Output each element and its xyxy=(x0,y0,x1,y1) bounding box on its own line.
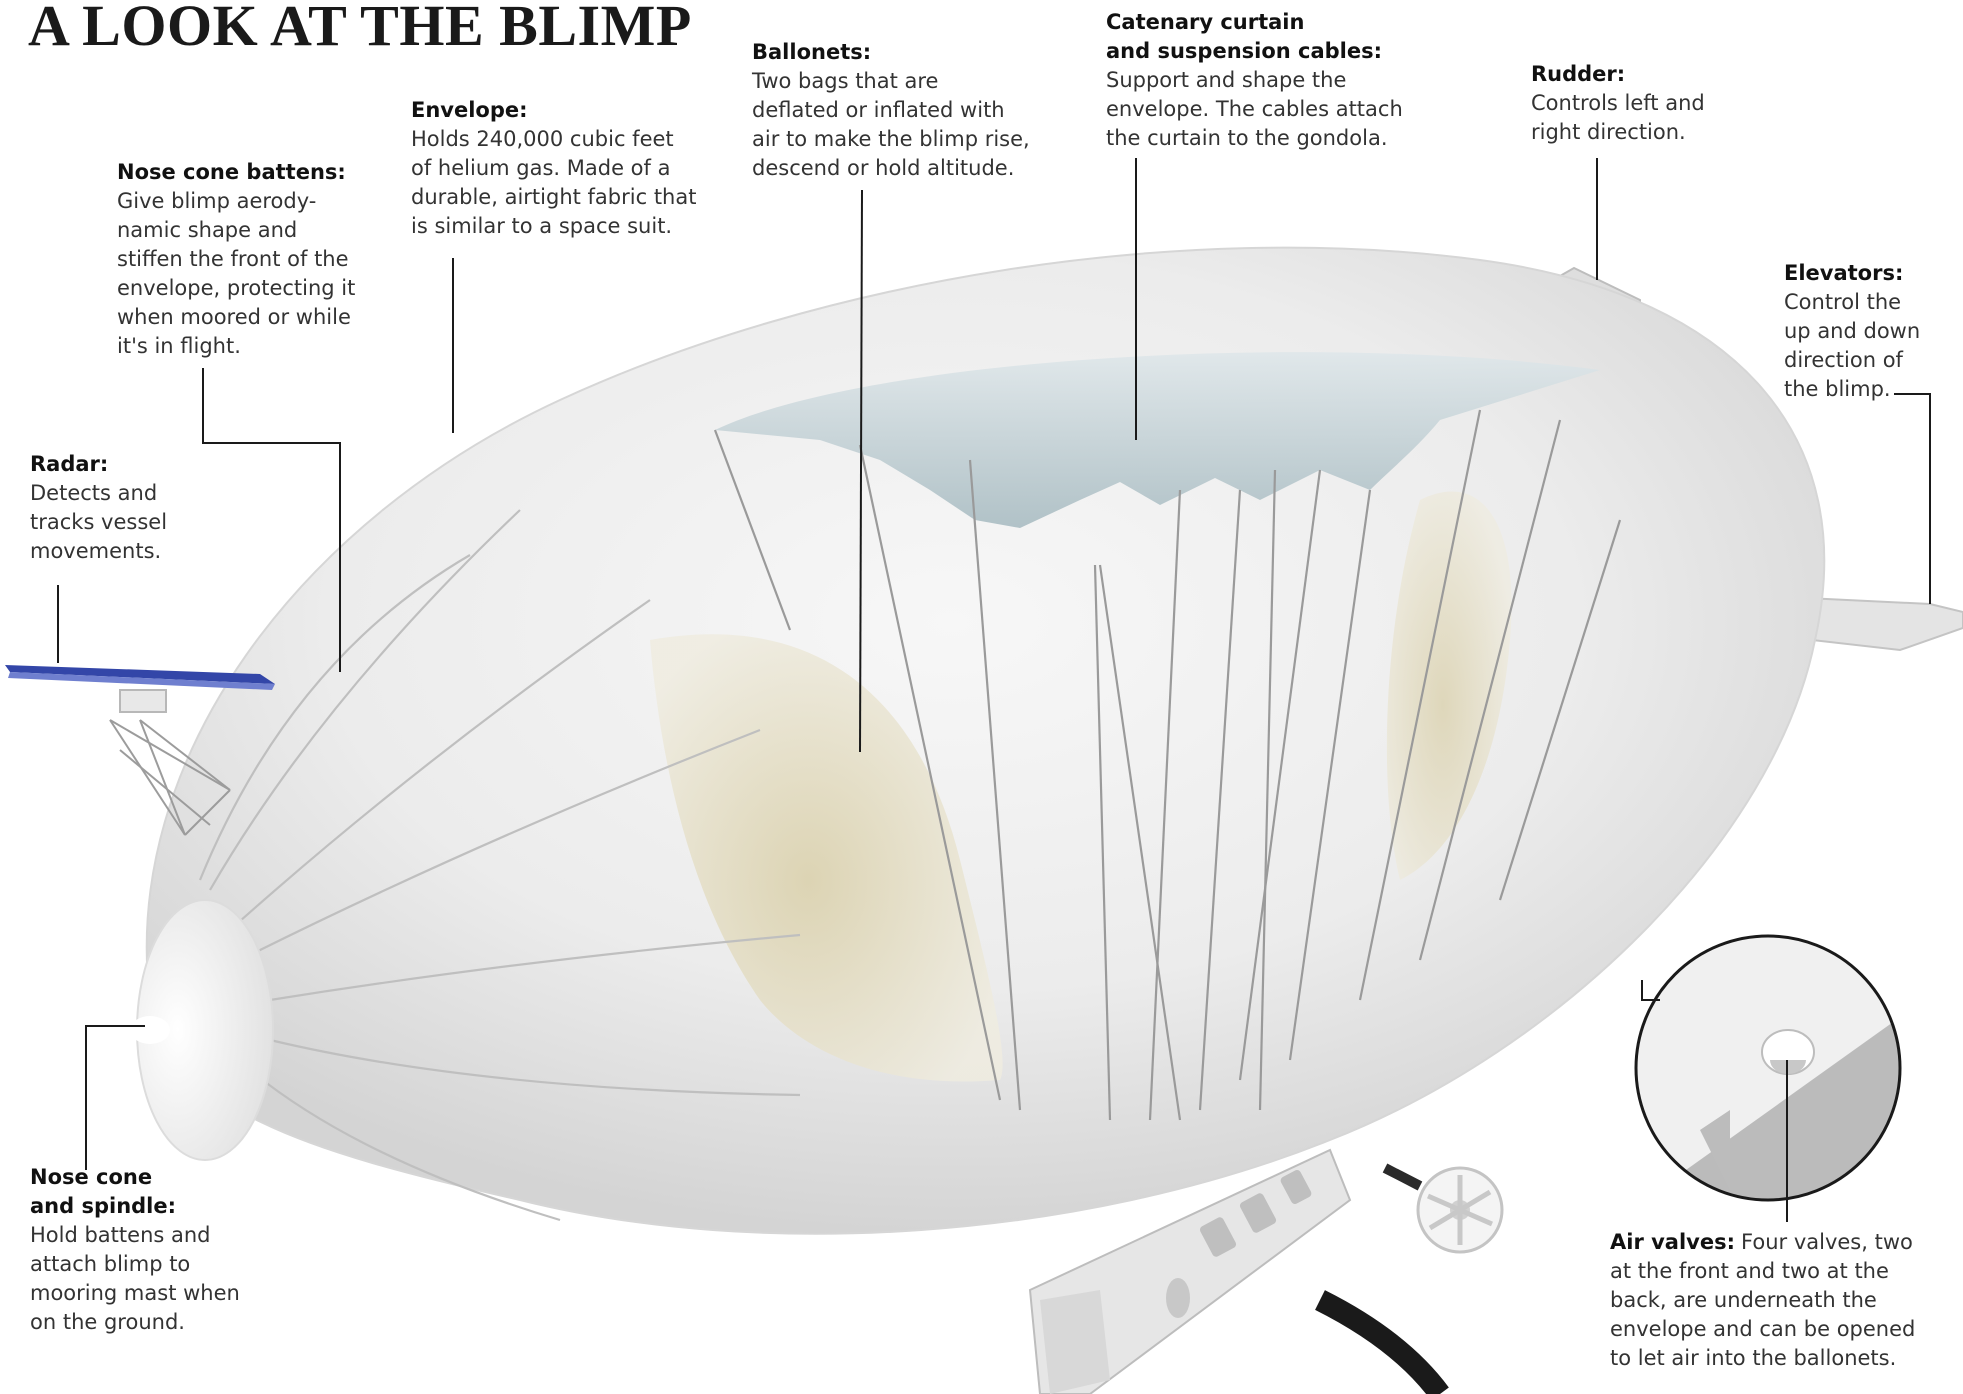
callout-line: when moored or while xyxy=(117,303,355,332)
callout-line: on the ground. xyxy=(30,1308,240,1337)
callout-line: namic shape and xyxy=(117,216,355,245)
callout-heading: Air valves: xyxy=(1610,1230,1735,1254)
mooring-arc xyxy=(1320,1300,1440,1394)
callout-heading: Ballonets: xyxy=(752,38,1030,67)
callout-line: mooring mast when xyxy=(30,1279,240,1308)
callout-line: envelope, protecting it xyxy=(117,274,355,303)
callout-line: Give blimp aerody- xyxy=(117,187,355,216)
callout-line: tracks vessel xyxy=(30,508,167,537)
leader-elevators xyxy=(1894,394,1930,604)
callout-heading: Rudder: xyxy=(1531,60,1705,89)
callout-line: back, are underneath the xyxy=(1610,1286,1915,1315)
callout-line: right direction. xyxy=(1531,118,1705,147)
callout-line: attach blimp to xyxy=(30,1250,240,1279)
callout-line: deflated or inflated with xyxy=(752,96,1030,125)
leader-nose-cone-spindle xyxy=(86,1026,145,1170)
callout-line: it's in flight. xyxy=(117,332,355,361)
callout-first-line: Air valves:Four valves, two xyxy=(1610,1228,1915,1257)
callout-line: Controls left and xyxy=(1531,89,1705,118)
callout-line: Control the xyxy=(1784,288,1920,317)
callout-line: Hold battens and xyxy=(30,1221,240,1250)
callout-nose-cone-spindle: Nose cone and spindle: Hold battens and … xyxy=(30,1163,240,1337)
callout-line: direction of xyxy=(1784,346,1920,375)
callout-line: at the front and two at the xyxy=(1610,1257,1915,1286)
callout-line: Two bags that are xyxy=(752,67,1030,96)
callout-heading: Envelope: xyxy=(411,96,696,125)
callout-line: durable, airtight fabric that xyxy=(411,183,696,212)
callout-line: Detects and xyxy=(30,479,167,508)
callout-nose-cone-battens: Nose cone battens: Give blimp aerody- na… xyxy=(117,158,355,361)
callout-heading: and spindle: xyxy=(30,1192,240,1221)
callout-line: to let air into the ballonets. xyxy=(1610,1344,1915,1373)
callout-heading: Catenary curtain xyxy=(1106,8,1403,37)
callout-radar: Radar: Detects and tracks vessel movemen… xyxy=(30,450,167,566)
propeller-icon xyxy=(1385,1168,1502,1252)
callout-line: Holds 240,000 cubic feet xyxy=(411,125,696,154)
elevator-fin xyxy=(1806,598,1963,650)
callout-line: envelope and can be opened xyxy=(1610,1315,1915,1344)
callout-line: air to make the blimp rise, xyxy=(752,125,1030,154)
callout-line: is similar to a space suit. xyxy=(411,212,696,241)
callout-heading: Nose cone xyxy=(30,1163,240,1192)
callout-line: up and down xyxy=(1784,317,1920,346)
callout-ballonets: Ballonets: Two bags that are deflated or… xyxy=(752,38,1030,183)
air-valve-magnifier xyxy=(1630,930,1910,1210)
callout-line: movements. xyxy=(30,537,167,566)
callout-line: the blimp. xyxy=(1784,375,1920,404)
callout-heading: Elevators: xyxy=(1784,259,1920,288)
callout-air-valves: Air valves:Four valves, two at the front… xyxy=(1610,1228,1915,1373)
callout-heading: and suspension cables: xyxy=(1106,37,1403,66)
callout-envelope: Envelope: Holds 240,000 cubic feet of he… xyxy=(411,96,696,241)
callout-line: of helium gas. Made of a xyxy=(411,154,696,183)
callout-line: stiffen the front of the xyxy=(117,245,355,274)
callout-elevators: Elevators: Control the up and down direc… xyxy=(1784,259,1920,404)
callout-line: Support and shape the xyxy=(1106,66,1403,95)
callout-heading: Nose cone battens: xyxy=(117,158,355,187)
callout-rudder: Rudder: Controls left and right directio… xyxy=(1531,60,1705,147)
callout-line: the curtain to the gondola. xyxy=(1106,124,1403,153)
callout-line: descend or hold altitude. xyxy=(752,154,1030,183)
callout-catenary: Catenary curtain and suspension cables: … xyxy=(1106,8,1403,153)
page-title: A LOOK AT THE BLIMP xyxy=(28,0,692,58)
callout-line: envelope. The cables attach xyxy=(1106,95,1403,124)
callout-line: Four valves, two xyxy=(1741,1230,1913,1254)
radar-antenna xyxy=(5,665,275,690)
callout-heading: Radar: xyxy=(30,450,167,479)
